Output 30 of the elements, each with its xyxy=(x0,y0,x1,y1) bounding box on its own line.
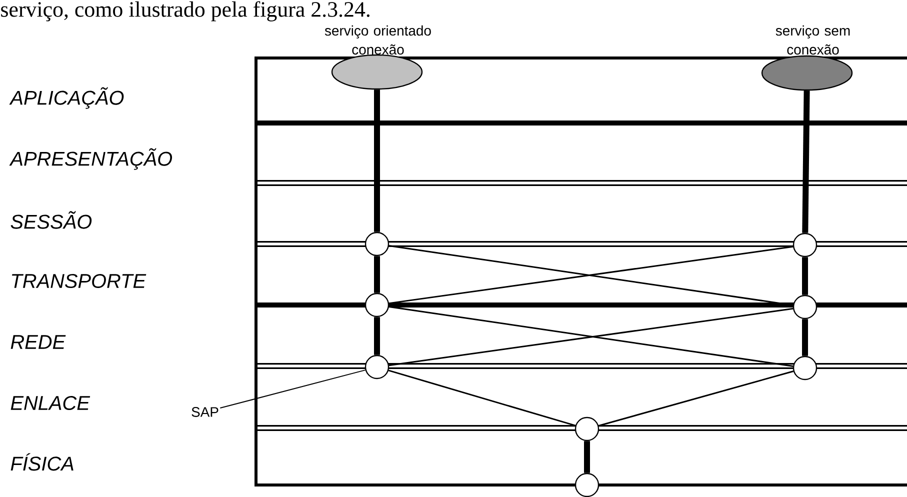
link-line xyxy=(374,90,380,232)
layer-label: REDE xyxy=(10,335,66,349)
layer-label: APRESENTAÇÃO xyxy=(9,148,172,170)
layer-label: SESSÃO xyxy=(10,211,92,229)
link-line xyxy=(598,370,794,426)
layer-label: FÍSICA xyxy=(10,453,74,471)
sap-circle xyxy=(364,354,390,380)
sap-circle xyxy=(574,416,600,442)
leader-line xyxy=(220,370,366,409)
sap-label: SAP xyxy=(192,407,218,417)
layer-label: ENLACE xyxy=(10,396,90,410)
link-line xyxy=(374,317,380,355)
sap-circle xyxy=(792,232,818,258)
sap-circle xyxy=(792,356,818,380)
service-label: serviço orientado conexão xyxy=(324,25,431,55)
service-ellipse xyxy=(761,55,853,91)
link-line xyxy=(802,90,810,233)
layer-label: APLICAÇÃO xyxy=(9,87,124,109)
service-label: serviço sem conexão xyxy=(776,25,850,55)
layer-label: TRANSPORTE xyxy=(12,274,146,288)
sap-circle xyxy=(364,232,390,256)
link-line xyxy=(374,256,380,293)
link-line xyxy=(388,370,576,426)
link-line xyxy=(584,441,590,473)
link-line xyxy=(802,319,808,356)
caption-text: serviço, como ilustrado pela figura 2.3.24. xyxy=(1,1,370,22)
service-ellipse xyxy=(331,54,423,90)
sap-circle xyxy=(364,292,390,318)
link-line xyxy=(802,257,808,295)
sap-circle xyxy=(792,294,818,320)
